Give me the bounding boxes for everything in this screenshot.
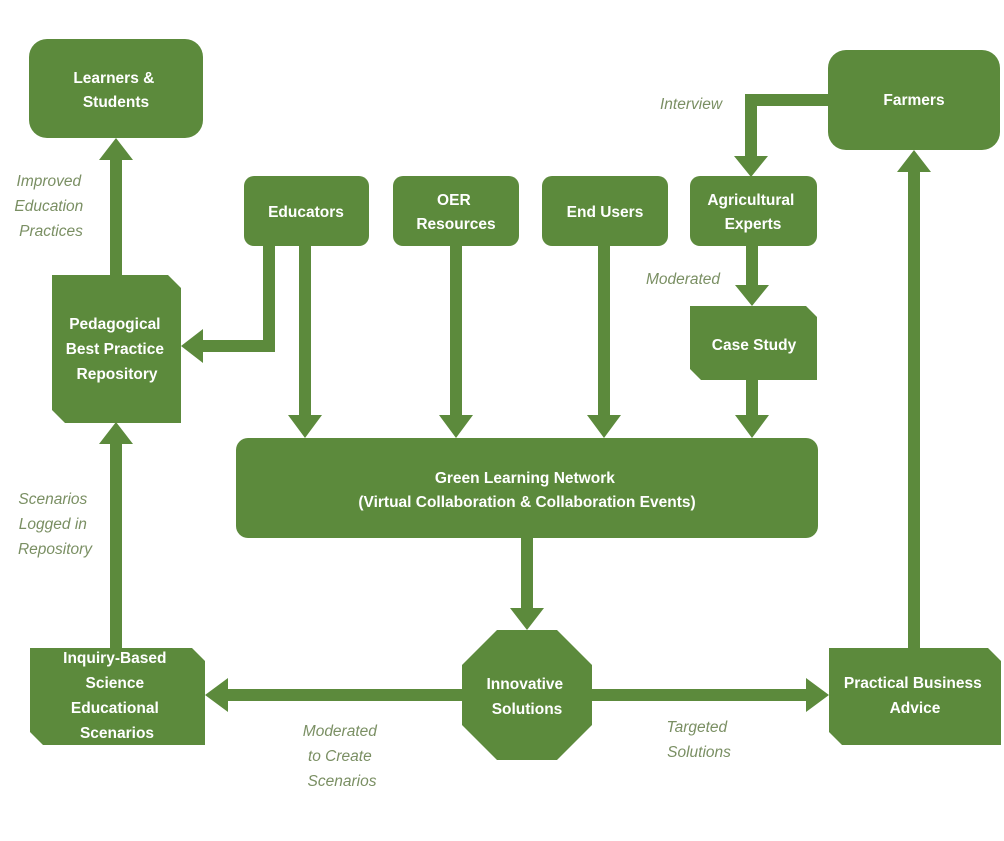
- arrow-network-to-innovative: [510, 538, 544, 630]
- node-oer-line-2: Resources: [416, 216, 495, 233]
- node-end-users-line-1: End Users: [567, 204, 644, 221]
- arrow-pedagogical-to-learners: [99, 138, 133, 275]
- node-inquiry-line-3: Educational: [71, 700, 159, 717]
- svg-text:Learners & Students: Learners & Students: [73, 70, 158, 111]
- svg-text:Inquiry-Based Science: Inquiry-Based Science Educational Scenar…: [63, 650, 171, 742]
- node-innovative-line-2: Solutions: [492, 701, 563, 718]
- node-oer-line-1: OER: [437, 192, 471, 209]
- svg-text:End Users: End Users: [567, 204, 644, 221]
- node-agricultural-experts-line-2: Experts: [725, 216, 782, 233]
- node-inquiry-scenarios: Inquiry-Based Science Educational Scenar…: [30, 648, 205, 745]
- node-innovative-solutions: Innovative Solutions: [462, 630, 592, 760]
- node-pedagogical-line-1: Pedagogical: [69, 316, 160, 333]
- svg-text:Educators: Educators: [268, 204, 344, 221]
- node-case-study: Case Study: [690, 306, 817, 380]
- node-business-line-2: Advice: [890, 700, 941, 717]
- label-scenarios-logged: Scenarios Logged in Repository: [18, 491, 93, 558]
- svg-text:OER Resources: OER Resources: [416, 192, 495, 233]
- node-green-learning-network: Green Learning Network (Virtual Collabor…: [236, 438, 818, 538]
- svg-text:Practical Business Adv: Practical Business Advice: [844, 675, 986, 717]
- arrow-business-to-farmers: [897, 150, 931, 648]
- node-pedagogical-line-2: Best Practice: [66, 341, 165, 358]
- node-oer: OER Resources: [393, 176, 519, 246]
- arrow-experts-to-casestudy: [735, 246, 769, 306]
- label-interview: Interview: [660, 96, 724, 113]
- edge-labels: Interview Moderated Improved Education P…: [14, 96, 731, 790]
- label-improved-education-practices: Improved Education Practices: [14, 173, 87, 240]
- arrow-casestudy-to-network: [735, 380, 769, 438]
- node-business-line-1: Practical Business: [844, 675, 982, 692]
- svg-text:Green Learning Network: Green Learning Network (Virtual Collabor…: [358, 470, 695, 511]
- node-agricultural-experts-line-1: Agricultural: [707, 192, 794, 209]
- node-agricultural-experts: Agricultural Experts: [690, 176, 817, 246]
- node-network-line-2: (Virtual Collaboration & Collaboration E…: [358, 494, 695, 511]
- label-moderated: Moderated: [646, 271, 721, 288]
- node-practical-business-advice: Practical Business Advice: [829, 648, 1001, 745]
- svg-text:Case Study: Case Study: [712, 337, 797, 354]
- svg-text:Agricultural Experts: Agricultural Experts: [707, 192, 798, 233]
- node-end-users: End Users: [542, 176, 668, 246]
- node-network-line-1: Green Learning Network: [435, 470, 615, 487]
- node-learners-line-1: Learners &: [73, 70, 154, 87]
- node-inquiry-line-4: Scenarios: [80, 725, 154, 742]
- arrow-educators-to-pedagogical: [181, 246, 275, 363]
- arrows: [99, 94, 931, 712]
- node-inquiry-line-1: Inquiry-Based: [63, 650, 166, 667]
- arrow-inquiry-to-pedagogical: [99, 422, 133, 648]
- svg-text:Innovative Solutions: Innovative Solutions: [487, 676, 568, 718]
- node-pedagogical-repository: Pedagogical Best Practice Repository: [52, 275, 181, 423]
- svg-text:Farmers: Farmers: [883, 92, 944, 109]
- node-case-study-line-1: Case Study: [712, 337, 797, 354]
- node-learners: Learners & Students: [29, 39, 203, 138]
- node-educators-line-1: Educators: [268, 204, 344, 221]
- arrow-farmers-to-experts: [734, 94, 828, 177]
- arrow-innovative-to-business: [592, 678, 829, 712]
- arrow-oer-to-network: [439, 246, 473, 438]
- arrow-innovative-to-inquiry: [205, 678, 462, 712]
- label-targeted-solutions: Targeted Solutions: [667, 719, 732, 761]
- arrow-educators-to-network: [288, 246, 322, 438]
- node-educators: Educators: [244, 176, 369, 246]
- node-pedagogical-line-3: Repository: [77, 366, 158, 383]
- node-farmers-line-1: Farmers: [883, 92, 944, 109]
- node-farmers: Farmers: [828, 50, 1000, 150]
- node-innovative-line-1: Innovative: [487, 676, 564, 693]
- node-learners-line-2: Students: [83, 94, 149, 111]
- label-moderated-to-create-scenarios: Moderated to Create Scenarios: [303, 723, 381, 790]
- node-inquiry-line-2: Science: [86, 675, 145, 692]
- arrow-endusers-to-network: [587, 246, 621, 438]
- svg-text:Pedagogical Best Pract: Pedagogical Best Practice Repository: [66, 316, 169, 383]
- nodes: Learners & Students Farmers Educators OE…: [29, 39, 1001, 760]
